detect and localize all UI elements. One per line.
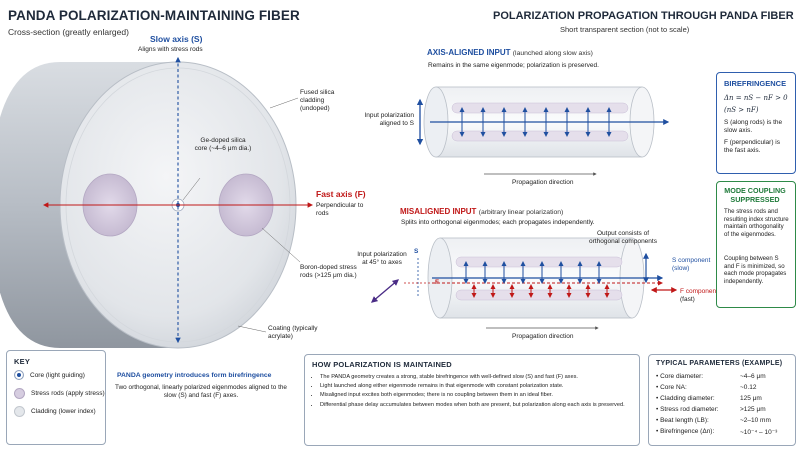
stress-rods-label: Boron-doped stress rods (>125 μm dia.) [300,264,357,279]
param-value: 125 μm [740,395,762,402]
fast-axis-label: Fast axis (F) [316,189,366,199]
misaligned-desc: Splits into orthogonal eigenmodes; each … [401,219,595,226]
how-list: The PANDA geometry creates a strong, sta… [312,373,630,410]
param-value: >125 μm [740,406,766,413]
coupling-p2: Coupling between S and F is minimized, s… [724,255,787,285]
coating-label: Coating (typically acrylate) [268,325,318,340]
misaligned-heading-note: (arbitrary linear polarization) [478,209,564,216]
slow-axis-desc: Aligns with stress rods [138,46,203,53]
params-title: TYPICAL PARAMETERS (EXAMPLE) [656,360,783,367]
param-key: • Core NA: [656,384,687,391]
misaligned-input-label: Input polarization at 45° to axes [357,251,407,266]
right-subtitle: Short transparent section (not to scale) [560,25,690,34]
how-item: Misaligned input excites both eigenmodes… [320,391,630,399]
param-row: • Stress rod diameter: >125 μm [656,406,786,413]
key-item-cladding: Cladding (lower index) [14,406,96,417]
left-subtitle: Cross-section (greatly enlarged) [8,27,129,37]
misaligned-input-arrow [371,279,399,303]
core-label: Ge-doped silica core (~4–6 μm dia.) [194,137,252,152]
coupling-box [716,181,796,308]
key-item-core: Core (light guiding) [14,370,85,380]
aligned-polarization-arrows [459,107,612,137]
param-key: • Cladding diameter: [656,395,715,402]
coupling-title: MODE COUPLING SUPPRESSED [724,186,786,204]
param-row: • Core diameter: ~4–6 μm [656,373,786,380]
aligned-heading-row: AXIS-ALIGNED INPUT (launched along slow … [427,48,593,57]
param-key: • Birefringence (Δn): [656,428,715,435]
params-box [648,354,796,446]
key-title: KEY [14,357,31,366]
param-value: ~2–10 mm [740,417,771,424]
leader-coating [237,325,267,333]
s-component-label: S component(slow) [672,257,710,273]
aligned-prop-label: Propagation direction [512,179,574,186]
leader-cladding [269,97,299,109]
cladding-label: Fused silica cladding (undoped) [300,89,335,112]
f-comp-text: F component [680,288,718,295]
param-row: • Beat length (LB): ~2–10 mm [656,417,786,424]
s-comp-sub: (slow) [672,265,690,272]
how-item: Differential phase delay accumulates bet… [320,401,630,409]
how-item: The PANDA geometry creates a strong, sta… [320,373,630,381]
caption-text: Two orthogonal, linearly polarized eigen… [115,384,287,399]
misaligned-polarization-arrows [463,261,610,298]
left-title: PANDA POLARIZATION-MAINTAINING FIBER [8,8,300,23]
leader-rods [261,227,301,263]
param-value: ~0.12 [740,384,757,391]
param-key: • Beat length (LB): [656,417,709,424]
misaligned-heading-row: MISALIGNED INPUT (arbitrary linear polar… [400,207,563,216]
param-value: ~10⁻⁴ – 10⁻³ [740,429,778,436]
coupling-p1: The stress rods and resulting index stru… [724,208,789,238]
f-comp-sub: (fast) [680,296,695,303]
caption-title: PANDA geometry introduces form birefring… [117,372,272,379]
aligned-input-label: Input polarization aligned to S [364,112,414,127]
how-item: Light launched along either eigenmode re… [320,382,630,390]
s-comp-text: S component [672,257,711,264]
right-title: POLARIZATION PROPAGATION THROUGH PANDA F… [493,10,794,22]
f-component-label: F component(fast) [680,288,718,304]
param-row: • Birefringence (Δn): ~10⁻⁴ – 10⁻³ [656,428,786,436]
key-item-rods: Stress rods (apply stress) [14,388,105,399]
param-key: • Stress rod diameter: [656,406,719,413]
misaligned-prop-label: Propagation direction [512,333,574,340]
input-s-letter: S [414,248,419,255]
param-value: ~4–6 μm [740,373,766,380]
misaligned-fiber [427,237,664,319]
how-title: HOW POLARIZATION IS MAINTAINED [312,360,452,369]
aligned-heading: AXIS-ALIGNED INPUT [427,48,511,57]
param-key: • Core diameter: [656,373,704,380]
core-swatch [14,370,24,380]
birefringence-s-text: S (along rods) is the slow axis. [724,119,783,135]
birefringence-eq1: Δn = nS − nF > 0 [724,94,788,102]
aligned-heading-note: (launched along slow axis) [512,50,593,57]
aligned-desc: Remains in the same eigenmode; polarizat… [428,62,599,69]
how-box [304,354,640,446]
output-label: Output consists of orthogonal components [589,230,657,245]
slow-axis-label: Slow axis (S) [150,34,203,44]
param-row: • Core NA: ~0.12 [656,384,786,391]
fast-axis-desc: Perpendicular to rods [316,202,364,217]
key-cladding-label: Cladding (lower index) [31,408,96,415]
birefringence-eq2: (nS > nF) [724,106,759,114]
key-rods-label: Stress rods (apply stress) [31,390,105,397]
cladding-swatch [14,406,25,417]
key-core-label: Core (light guiding) [30,371,85,379]
input-f-letter: F [435,279,439,286]
birefringence-box [716,72,796,174]
misaligned-heading: MISALIGNED INPUT [400,207,477,216]
birefringence-title: BIREFRINGENCE [724,79,787,88]
param-row: • Cladding diameter: 125 μm [656,395,786,402]
birefringence-f-text: F (perpendicular) is the fast axis. [724,139,780,155]
rod-swatch [14,388,25,399]
leader-core [182,177,201,201]
